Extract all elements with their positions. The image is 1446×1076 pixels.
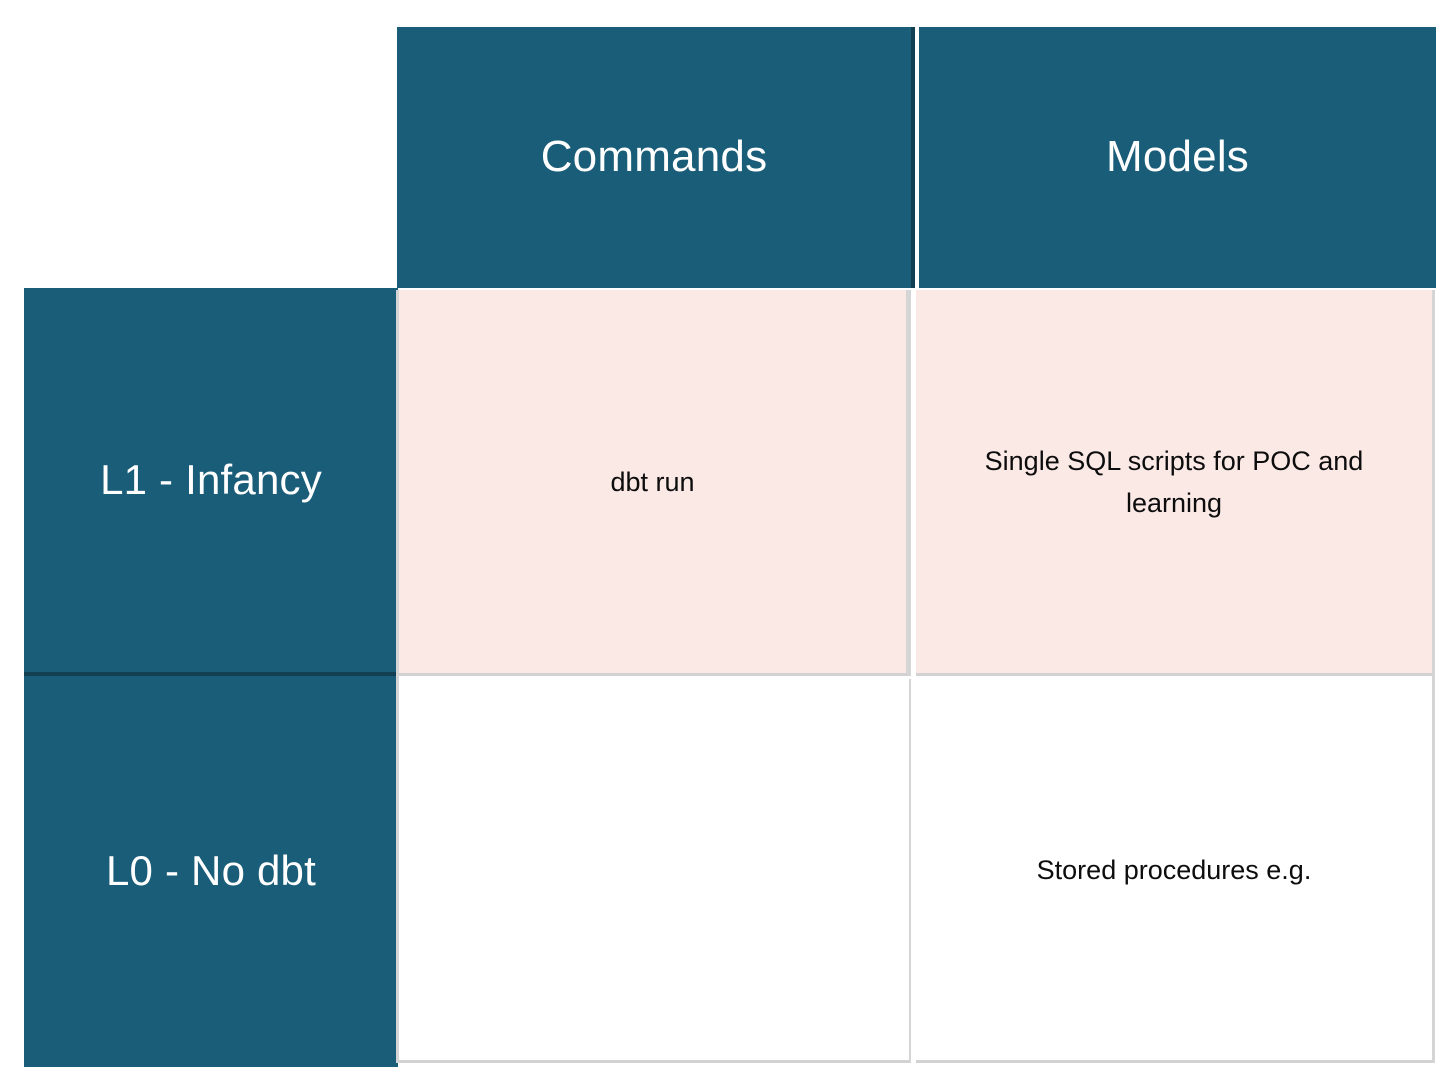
cell-l1-models-text: Single SQL scripts for POC and learning [984, 445, 1364, 518]
cell-l1-commands[interactable]: dbt run [399, 290, 911, 676]
row-label-l1-infancy[interactable]: L1 - Infancy [24, 288, 398, 676]
row-label-l0-no-dbt[interactable]: L0 - No dbt [24, 676, 398, 1067]
cell-l0-models[interactable]: Stored procedures e.g. [916, 679, 1432, 1063]
column-header-models[interactable]: Models [919, 27, 1436, 288]
cell-l1-commands-text: dbt run [610, 466, 695, 497]
cell-l0-commands[interactable] [399, 679, 911, 1063]
column-header-models-label: Models [1105, 132, 1250, 182]
row-label-l1-text: L1 - Infancy [100, 455, 322, 503]
column-header-commands[interactable]: Commands [397, 27, 915, 288]
cell-l1-models[interactable]: Single SQL scripts for POC and learning [916, 290, 1432, 676]
cell-l0-models-text: Stored procedures e.g. [1036, 854, 1312, 885]
matrix-corner-cell [24, 27, 396, 288]
grid-rail-right [1432, 290, 1435, 1063]
column-header-commands-label: Commands [540, 132, 768, 182]
row-label-l0-text: L0 - No dbt [106, 847, 316, 895]
grid-rail-left [396, 290, 399, 1063]
